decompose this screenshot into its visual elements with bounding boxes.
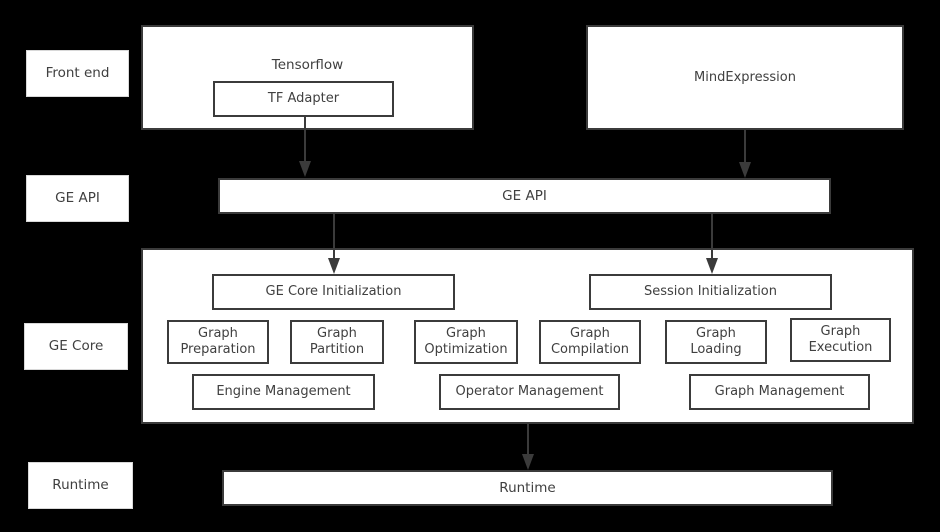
ge-core-initialization-box[interactable]: GE Core Initialization xyxy=(212,274,455,310)
arrow-ge-api-to-ge-core-initialization xyxy=(325,214,343,276)
lane-label-ge-core: GE Core xyxy=(24,323,128,370)
module-graph-partition[interactable]: Graph Partition xyxy=(290,320,384,364)
arrow-ge-api-to-session-initialization xyxy=(703,214,721,276)
module-graph-loading[interactable]: Graph Loading xyxy=(665,320,767,364)
mindexpression-container: MindExpression xyxy=(586,25,904,130)
lane-label-runtime: Runtime xyxy=(28,462,133,509)
runtime-bar[interactable]: Runtime xyxy=(222,470,833,506)
module-graph-preparation[interactable]: Graph Preparation xyxy=(167,320,269,364)
management-engine[interactable]: Engine Management xyxy=(192,374,375,410)
session-initialization-box[interactable]: Session Initialization xyxy=(589,274,832,310)
lane-label-front-end: Front end xyxy=(26,50,129,97)
arrow-mindexpression-to-ge-api xyxy=(736,130,754,180)
module-graph-execution[interactable]: Graph Execution xyxy=(790,318,891,362)
management-graph[interactable]: Graph Management xyxy=(689,374,870,410)
tf-adapter-box[interactable]: TF Adapter xyxy=(213,81,394,117)
ge-api-bar[interactable]: GE API xyxy=(218,178,831,214)
module-graph-compilation[interactable]: Graph Compilation xyxy=(539,320,641,364)
tensorflow-title: Tensorflow xyxy=(271,57,344,73)
management-operator[interactable]: Operator Management xyxy=(439,374,620,410)
arrow-tf-adapter-to-ge-api xyxy=(296,117,314,179)
lane-label-ge-api: GE API xyxy=(26,175,129,222)
module-graph-optimization[interactable]: Graph Optimization xyxy=(414,320,518,364)
arrow-ge-core-to-runtime xyxy=(519,424,537,472)
